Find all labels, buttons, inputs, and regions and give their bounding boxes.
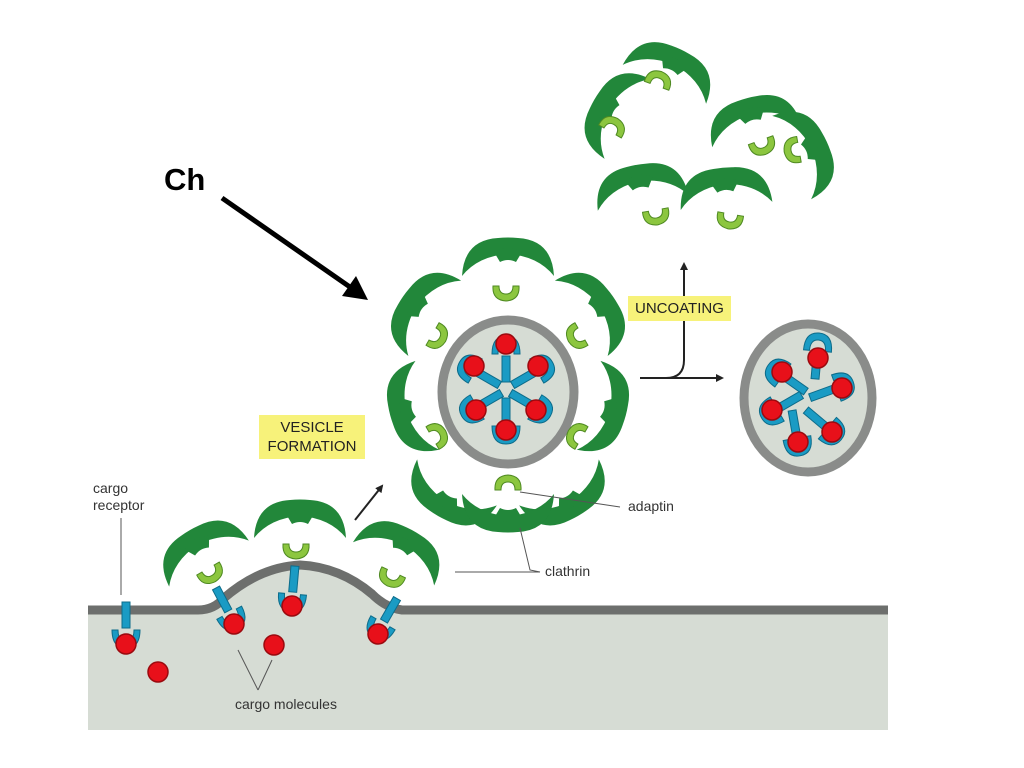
cargo-molecules-bud — [115, 595, 389, 683]
formation-arrow — [354, 484, 384, 521]
cargo-receptor-label: cargo receptor — [93, 480, 144, 514]
vesicle-formation-label: VESICLE FORMATION — [259, 415, 365, 459]
pointer-arrow-head — [342, 276, 368, 300]
plasma-membrane — [88, 560, 888, 615]
leader-lines — [120, 491, 621, 691]
adaptin-label: adaptin — [628, 498, 674, 514]
cytoplasm-region — [88, 568, 888, 730]
clathrin-label: clathrin — [545, 563, 591, 579]
pointer-arrow-icon — [220, 195, 362, 297]
vesicle-formation-line2: FORMATION — [267, 438, 357, 455]
cargo-molecules-label: cargo molecules — [235, 696, 337, 712]
uncoated-vesicle — [739, 319, 877, 477]
released-clathrin-coat — [571, 29, 847, 232]
uncoating-arrow — [665, 262, 688, 379]
coated-vesicle — [376, 237, 640, 539]
slide-label: Ch — [164, 162, 206, 197]
uncoating-label: UNCOATING — [628, 296, 731, 321]
cargo-receptor-line1: cargo — [93, 480, 129, 496]
cargo-receptor-line2: receptor — [93, 497, 145, 513]
vesicle-formation-line1: VESICLE — [280, 419, 344, 436]
